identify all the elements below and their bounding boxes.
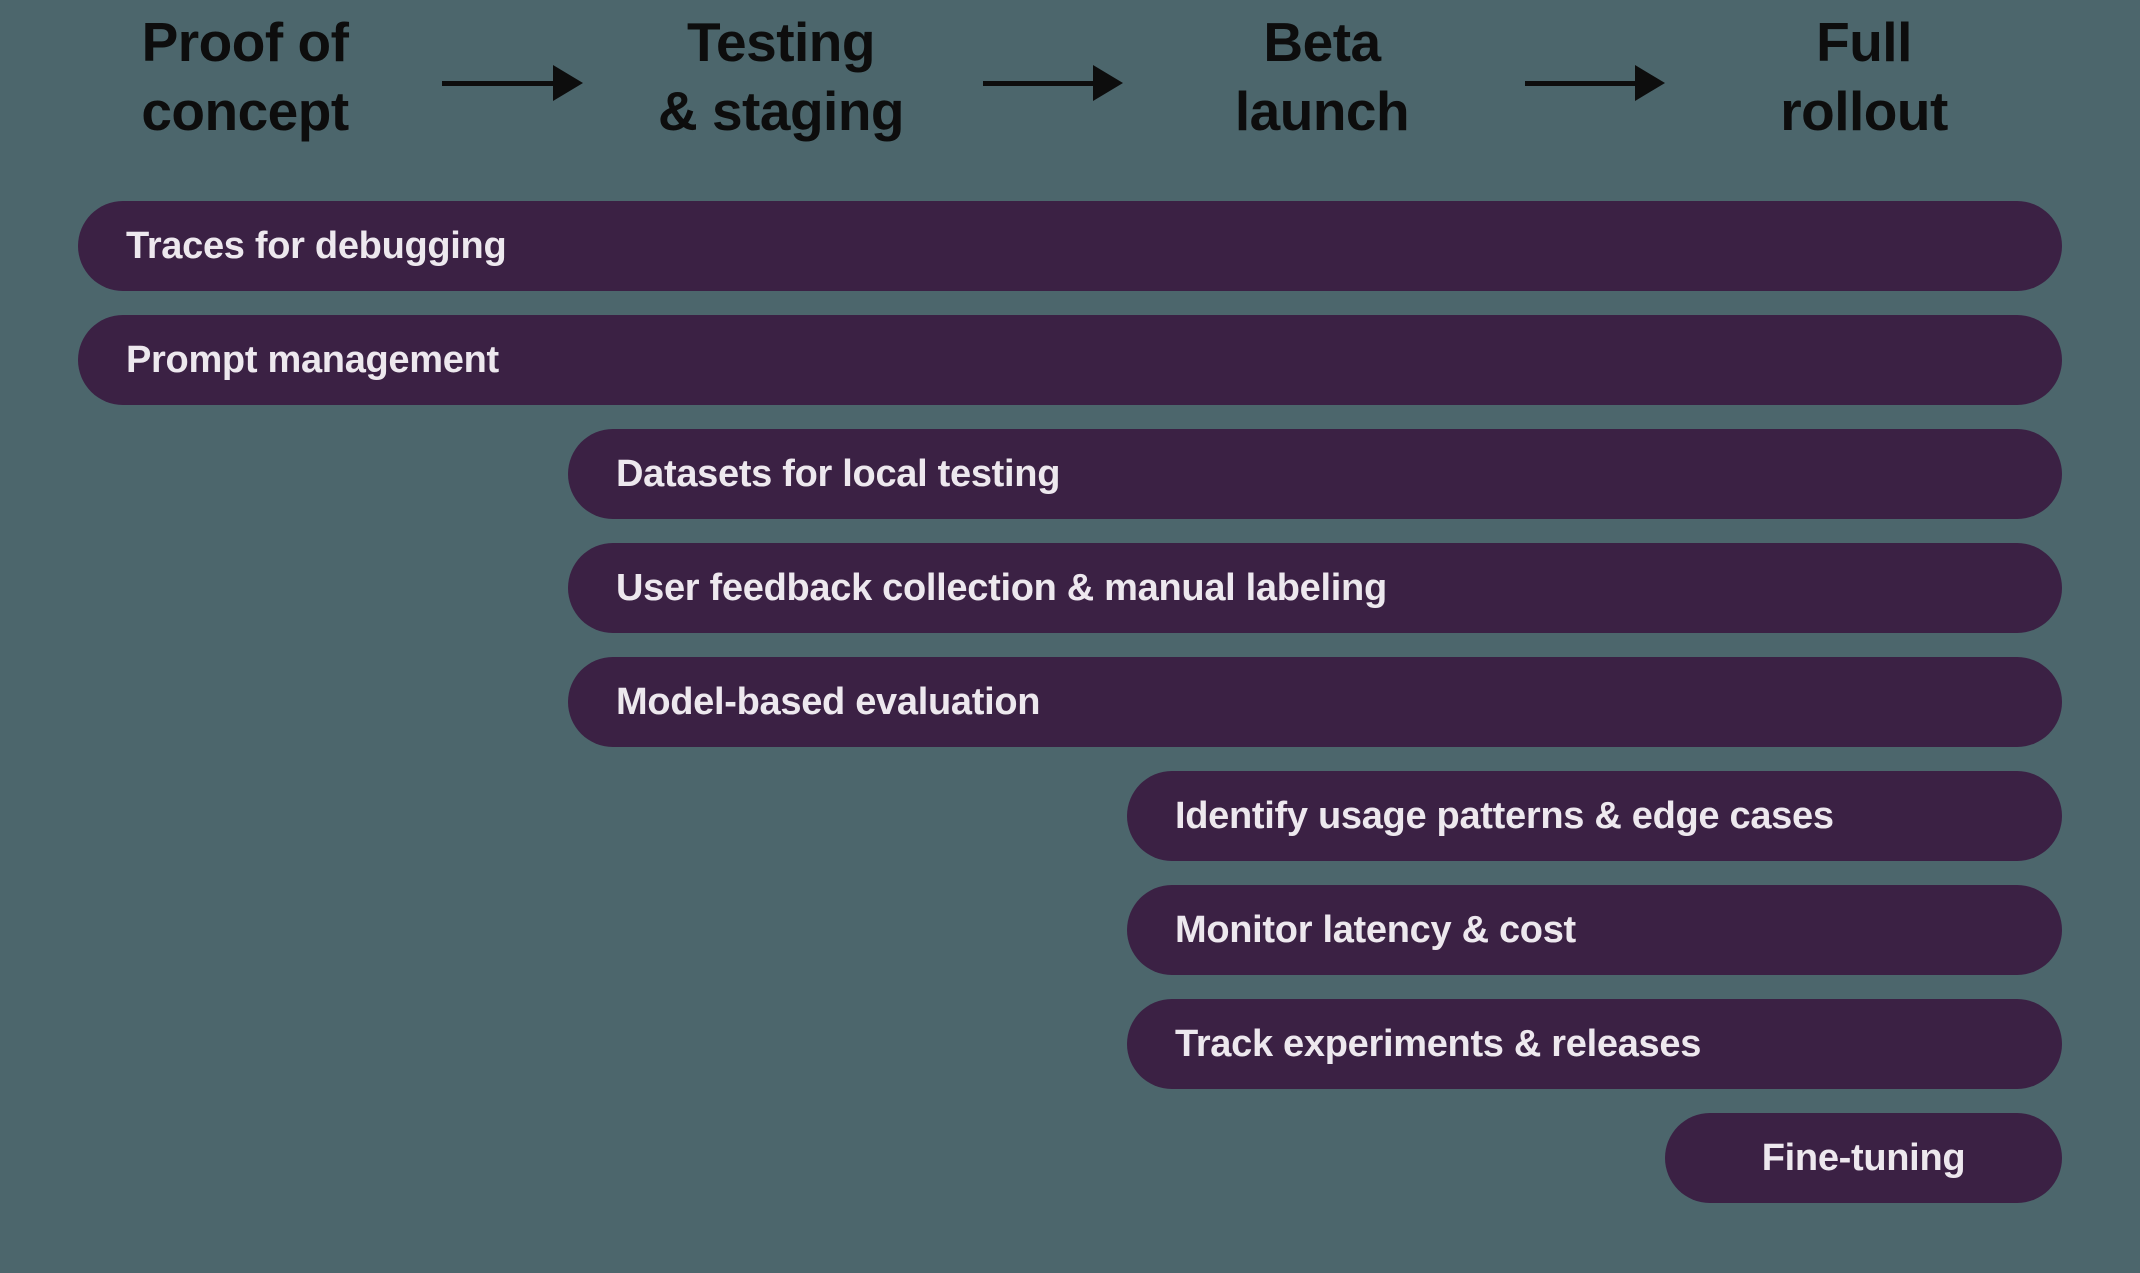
bar-label: Model-based evaluation (616, 680, 1041, 723)
bar-monitor-latency-cost: Monitor latency & cost (1127, 885, 2062, 975)
arrowhead-icon (1635, 65, 1665, 101)
arrowhead-icon (1093, 65, 1123, 101)
stage-label-line: Full (1816, 11, 1912, 73)
arrow-shaft (983, 80, 1093, 86)
bar-identify-usage-patterns: Identify usage patterns & edge cases (1127, 771, 2062, 861)
flow-arrow-icon (442, 65, 583, 101)
stage-label-line: rollout (1780, 80, 1948, 142)
bar-traces-for-debugging: Traces for debugging (78, 201, 2062, 291)
bar-label: Prompt management (126, 338, 499, 381)
stage-label-line: & staging (657, 80, 905, 142)
arrow-shaft (1525, 80, 1635, 86)
stage-label-line: Testing (687, 11, 875, 73)
bar-label: User feedback collection & manual labeli… (616, 566, 1387, 609)
stage-label-line: launch (1234, 80, 1410, 142)
stage-label-line: Beta (1263, 11, 1381, 73)
arrowhead-icon (553, 65, 583, 101)
bar-label: Monitor latency & cost (1175, 908, 1576, 951)
bar-track-experiments-releases: Track experiments & releases (1127, 999, 2062, 1089)
arrow-shaft (442, 80, 553, 86)
bar-user-feedback-collection: User feedback collection & manual labeli… (568, 543, 2062, 633)
bar-datasets-for-local-testing: Datasets for local testing (568, 429, 2062, 519)
stage-proof-of-concept: Proof of concept (15, 8, 475, 146)
stage-label-line: Proof of (141, 11, 349, 73)
stage-label-line: concept (141, 80, 349, 142)
stage-full-rollout: Full rollout (1634, 8, 2094, 146)
bar-model-based-evaluation: Model-based evaluation (568, 657, 2062, 747)
bar-label: Datasets for local testing (616, 452, 1061, 495)
stage-testing-staging: Testing & staging (551, 8, 1011, 146)
bar-label: Identify usage patterns & edge cases (1175, 794, 1834, 837)
bar-label: Track experiments & releases (1175, 1022, 1702, 1065)
stage-beta-launch: Beta launch (1092, 8, 1552, 146)
bar-fine-tuning: Fine-tuning (1665, 1113, 2062, 1203)
bar-label: Fine-tuning (1761, 1136, 1966, 1179)
bar-prompt-management: Prompt management (78, 315, 2062, 405)
flow-arrow-icon (1525, 65, 1665, 101)
bar-label: Traces for debugging (126, 224, 507, 267)
flow-arrow-icon (983, 65, 1123, 101)
